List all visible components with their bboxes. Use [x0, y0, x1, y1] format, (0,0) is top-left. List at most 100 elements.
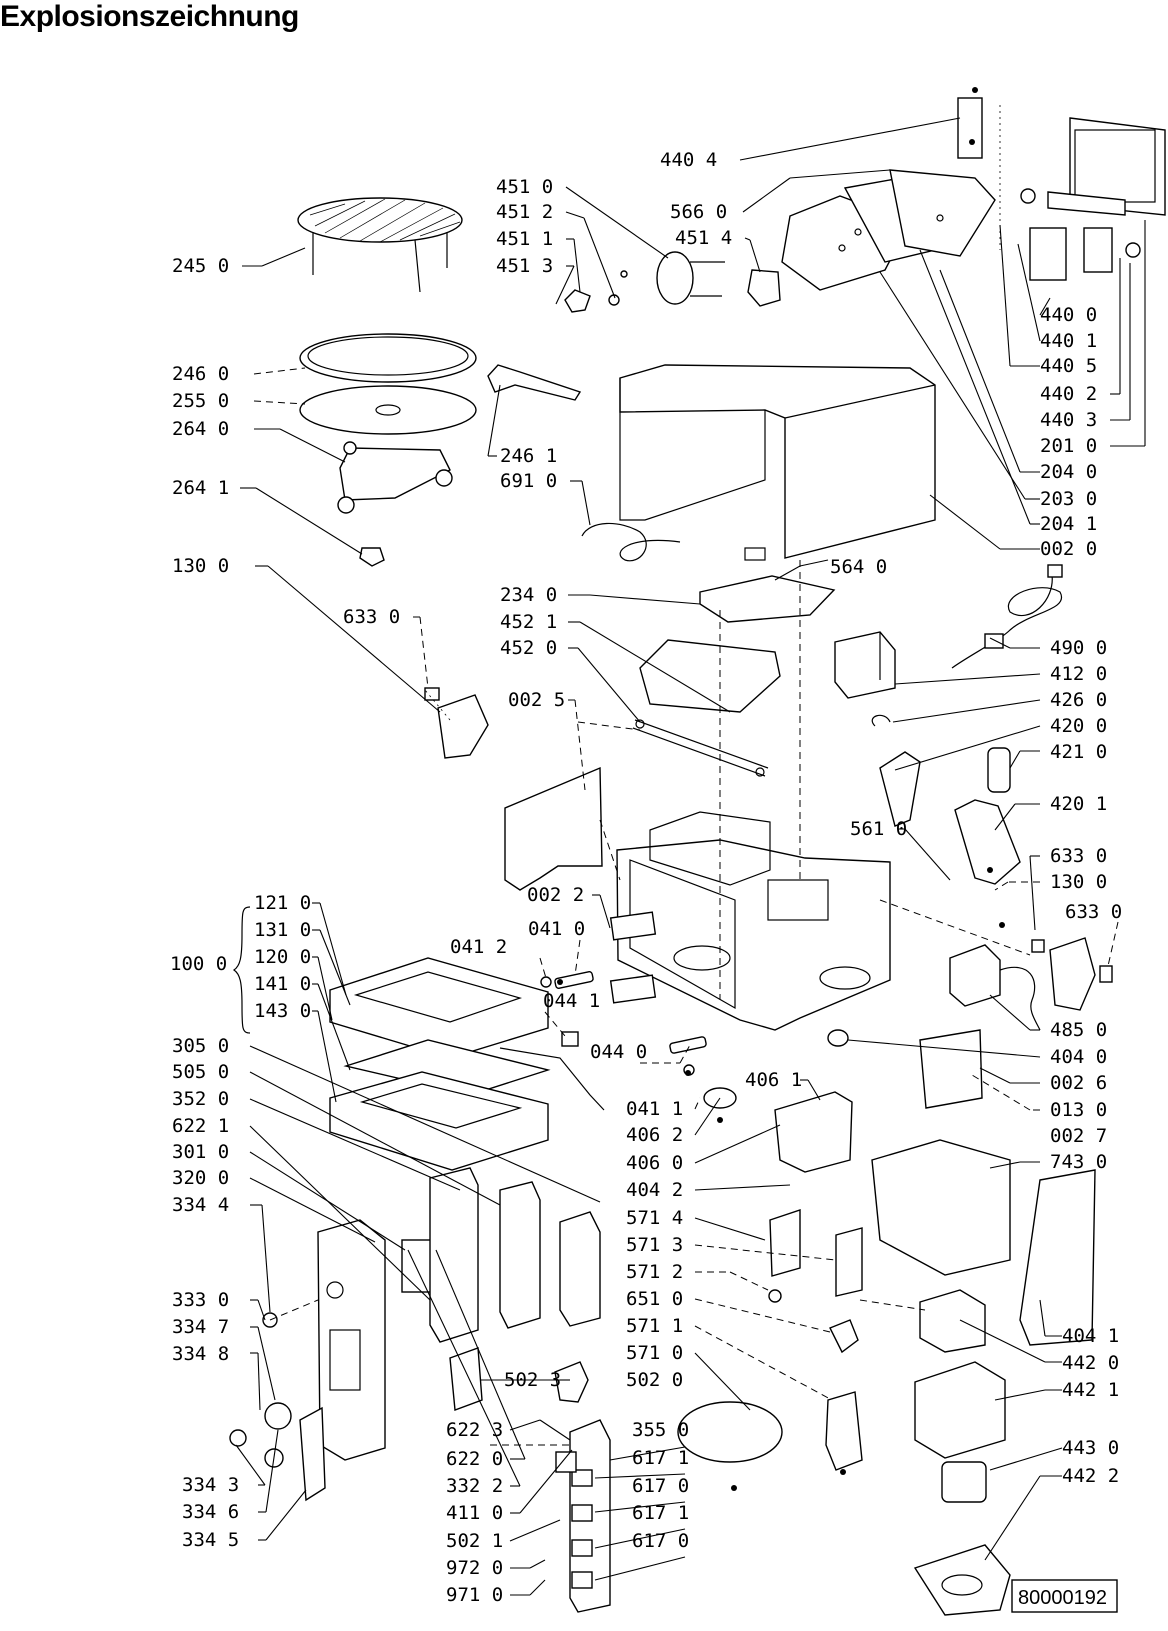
label-561-0: 561 0 [850, 818, 907, 840]
label-320-0: 320 0 [172, 1167, 229, 1189]
part-switch-group [424, 687, 1113, 1011]
label-617-1-a: 617 1 [632, 1447, 689, 1469]
page-title: Explosionszeichnung [0, 0, 299, 33]
part-clip [487, 364, 582, 401]
label-564-0: 564 0 [830, 556, 887, 578]
label-691-0: 691 0 [500, 470, 557, 492]
label-452-0: 452 0 [500, 637, 557, 659]
label-571-1: 571 1 [626, 1315, 683, 1337]
part-side-panel [504, 766, 603, 891]
part-light-cover [677, 1401, 783, 1463]
part-foot [827, 1029, 849, 1047]
part-heater-plates [781, 169, 996, 291]
label-440-5: 440 5 [1040, 355, 1097, 377]
part-cable [581, 522, 681, 562]
label-334-5: 334 5 [182, 1529, 239, 1551]
label-406-0: 406 0 [626, 1152, 683, 1174]
label-203-0: 203 0 [1040, 488, 1097, 510]
label-442-2: 442 2 [1062, 1465, 1119, 1487]
label-490-0: 490 0 [1050, 637, 1107, 659]
label-406-1: 406 1 [745, 1069, 802, 1091]
label-633-0-left: 633 0 [343, 606, 400, 628]
part-screws [557, 87, 1005, 1491]
label-451-1: 451 1 [496, 228, 553, 250]
label-041-0: 041 0 [528, 918, 585, 940]
doc-number: 80000192 [1018, 1587, 1107, 1609]
label-971-0: 971 0 [446, 1584, 503, 1606]
label-404-0: 404 0 [1050, 1046, 1107, 1068]
label-044-0: 044 0 [590, 1041, 647, 1063]
label-451-3: 451 3 [496, 255, 553, 277]
label-406-2: 406 2 [626, 1124, 683, 1146]
label-143-0: 143 0 [254, 1000, 311, 1022]
part-power-cord [951, 574, 1063, 669]
label-440-4: 440 4 [660, 149, 717, 171]
label-411-0: 411 0 [446, 1502, 503, 1524]
part-panel-0026 [919, 1029, 983, 1109]
label-301-0: 301 0 [172, 1141, 229, 1163]
label-334-7: 334 7 [172, 1316, 229, 1338]
label-044-1: 044 1 [543, 990, 600, 1012]
label-571-2: 571 2 [626, 1261, 683, 1283]
label-246-0: 246 0 [172, 363, 229, 385]
label-264-0: 264 0 [172, 418, 229, 440]
label-440-3: 440 3 [1040, 409, 1097, 431]
part-turntable-group [299, 333, 477, 567]
label-440-0: 440 0 [1040, 304, 1097, 326]
label-141-0: 141 0 [254, 973, 311, 995]
label-502-3: 502 3 [504, 1369, 561, 1391]
label-743-0: 743 0 [1050, 1151, 1107, 1173]
label-633-0-right-2: 633 0 [1065, 901, 1122, 923]
label-002-7: 002 7 [1050, 1125, 1107, 1147]
label-451-0: 451 0 [496, 176, 553, 198]
label-633-0-right-1: 633 0 [1050, 845, 1107, 867]
label-355-0: 355 0 [632, 1419, 689, 1441]
part-air-guide [1019, 1169, 1096, 1346]
part-lamp-holder [825, 1391, 863, 1471]
label-041-2: 041 2 [450, 936, 507, 958]
label-622-1: 622 1 [172, 1115, 229, 1137]
part-interlock-group [768, 1091, 863, 1354]
label-617-0-a: 617 0 [632, 1475, 689, 1497]
label-451-2: 451 2 [496, 201, 553, 223]
label-002-5: 002 5 [508, 689, 565, 711]
label-334-4: 334 4 [172, 1194, 229, 1216]
part-heater-cover [632, 639, 781, 777]
label-426-0: 426 0 [1050, 689, 1107, 711]
label-972-0: 972 0 [446, 1557, 503, 1579]
part-fan-group [564, 251, 781, 313]
label-264-1: 264 1 [172, 477, 229, 499]
label-622-3: 622 3 [446, 1419, 503, 1441]
label-440-1: 440 1 [1040, 330, 1097, 352]
label-451-4: 451 4 [675, 227, 732, 249]
label-305-0: 305 0 [172, 1035, 229, 1057]
label-334-3: 334 3 [182, 1474, 239, 1496]
label-485-0: 485 0 [1050, 1019, 1107, 1041]
label-130-0-right: 130 0 [1050, 871, 1107, 893]
label-452-1: 452 1 [500, 611, 557, 633]
part-labels: 440 4 451 0 451 2 451 1 451 3 451 4 566 … [170, 149, 1122, 1606]
label-245-0: 245 0 [172, 255, 229, 277]
label-121-0: 121 0 [254, 892, 311, 914]
part-capacitor [987, 747, 1011, 793]
label-002-2: 002 2 [527, 884, 584, 906]
part-fan-duct [871, 1139, 1011, 1276]
label-204-1: 204 1 [1040, 513, 1097, 535]
label-100-0: 100 0 [170, 953, 227, 975]
label-442-0: 442 0 [1062, 1352, 1119, 1374]
label-421-0: 421 0 [1050, 741, 1107, 763]
label-505-0: 505 0 [172, 1061, 229, 1083]
label-617-0-b: 617 0 [632, 1530, 689, 1552]
label-651-0: 651 0 [626, 1288, 683, 1310]
label-352-0: 352 0 [172, 1088, 229, 1110]
label-404-2: 404 2 [626, 1179, 683, 1201]
part-door-hardware [957, 97, 1166, 281]
label-502-1: 502 1 [446, 1530, 503, 1552]
label-617-1-b: 617 1 [632, 1502, 689, 1524]
part-grill-rack [297, 197, 463, 293]
label-412-0: 412 0 [1050, 663, 1107, 685]
label-332-2: 332 2 [446, 1475, 503, 1497]
label-622-0: 622 0 [446, 1448, 503, 1470]
brace-100-0 [232, 906, 251, 1034]
